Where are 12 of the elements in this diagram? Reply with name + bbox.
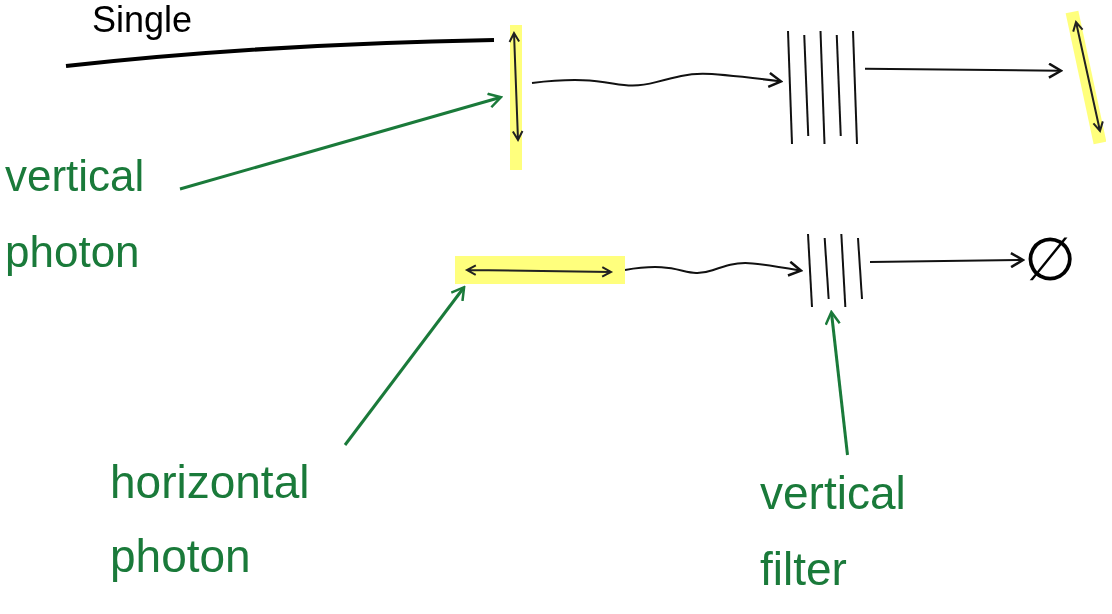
arrow [869, 251, 1025, 269]
arrow [179, 92, 503, 191]
arrow [824, 310, 849, 456]
handwritten-label: horizontal photon [110, 445, 345, 593]
handwritten-label: vertical photon [5, 138, 180, 290]
handwritten-label: vertical filter [760, 455, 935, 607]
arrow [343, 285, 466, 446]
handwritten-label: ∅ [1022, 215, 1078, 305]
arrow [531, 71, 783, 89]
title: Single [92, 0, 193, 40]
arrow [624, 260, 803, 277]
arrow [864, 62, 1063, 79]
